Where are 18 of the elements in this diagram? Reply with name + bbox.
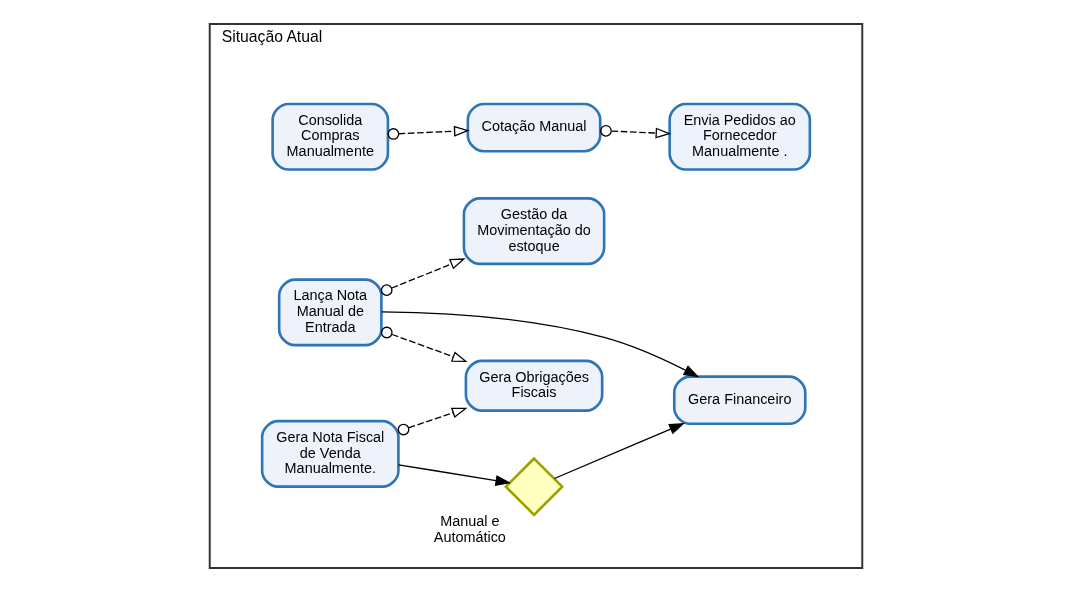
node-box: Cotação Manual: [466, 102, 602, 153]
node-box: Gera Financeiro: [672, 375, 807, 426]
arrow: [380, 326, 468, 362]
arrow: [553, 423, 685, 480]
arrow: [381, 311, 700, 378]
node-box: Envia Pedidos ao Fornecedor Manualmente .: [668, 102, 812, 171]
node-box: Gera Nota Fiscal de Venda Manualmente.: [260, 419, 400, 488]
node-diamond: [504, 456, 565, 517]
node-box: Lança Nota Manual de Entrada: [277, 278, 383, 347]
arrow: [380, 258, 466, 297]
arrow: [387, 125, 470, 140]
arrow: [397, 407, 468, 436]
node-box: Consolida Compras Manualmente: [271, 102, 390, 171]
node-label: Manual e Automático: [433, 513, 506, 546]
node-box: Gestão da Movimentação do estoque: [462, 197, 606, 266]
arrow: [397, 464, 512, 487]
node-box: Gera Obrigações Fiscais: [464, 359, 604, 412]
arrow: [600, 124, 672, 139]
